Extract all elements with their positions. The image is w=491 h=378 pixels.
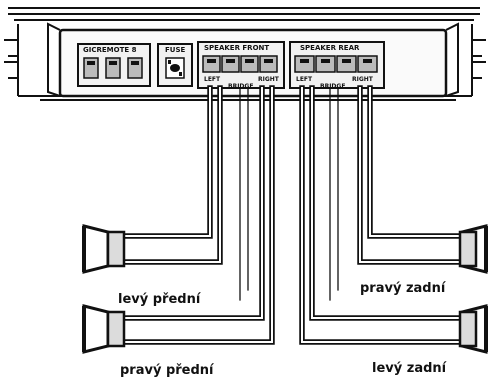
fuse-label: FUSE xyxy=(165,46,186,54)
rear-left-tag: LEFT xyxy=(296,76,313,83)
rear-bridge-tag: BRIDGE xyxy=(320,83,345,90)
label-front-right: pravý přední xyxy=(120,363,215,378)
fuse-holder: FUSE xyxy=(157,43,193,87)
speaker-rear-left xyxy=(458,304,488,354)
label-front-left: levý přední xyxy=(118,292,202,307)
wire-front-right-positive xyxy=(119,85,265,321)
wire-rear-right-negative xyxy=(367,85,465,239)
wire-front-left-positive xyxy=(119,85,213,239)
front-left-tag: LEFT xyxy=(204,76,221,83)
speaker-wires xyxy=(119,85,465,345)
label-rear-left: levý zadní xyxy=(372,361,448,376)
speaker-rear-terminal: SPEAKER REAR LEFT RIGHT BRIDGE xyxy=(289,41,385,90)
remote-connector-label: GICREMOTE 8 xyxy=(83,46,137,54)
amplifier: GICREMOTE 8 FUSE SPEAKER FRONT xyxy=(4,7,486,101)
speaker-front-label: SPEAKER FRONT xyxy=(204,44,269,52)
speaker-front-right xyxy=(82,304,126,354)
label-rear-right: pravý zadní xyxy=(360,281,447,296)
rear-right-tag: RIGHT xyxy=(352,76,374,83)
remote-connector: GICREMOTE 8 xyxy=(77,43,151,87)
front-right-tag: RIGHT xyxy=(258,76,280,83)
wire-rear-left-positive xyxy=(299,85,465,345)
speaker-front-left xyxy=(82,224,126,274)
speaker-rear-label: SPEAKER REAR xyxy=(300,44,360,52)
speaker-front-terminal: SPEAKER FRONT LEFT RIGHT BRIDGE xyxy=(197,41,285,90)
speaker-rear-right xyxy=(458,224,488,274)
front-bridge-tag: BRIDGE xyxy=(228,83,253,90)
